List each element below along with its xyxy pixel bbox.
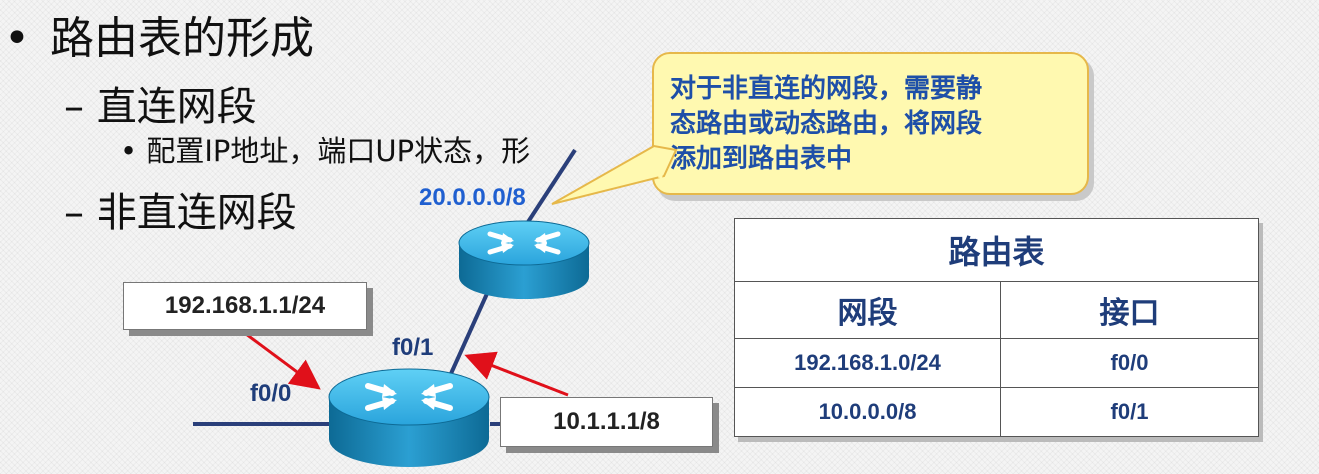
callout-tail-join — [658, 151, 668, 179]
table-cell: f0/1 — [1000, 387, 1259, 437]
routing-table-header-interface: 接口 — [1000, 281, 1259, 339]
routing-table-header-segment: 网段 — [734, 281, 1001, 339]
label-port-f01: f0/1 — [392, 334, 434, 361]
routing-table: 路由表 网段 接口 192.168.1.0/24 f0/0 10.0.0.0/8… — [734, 218, 1259, 437]
table-row: 10.0.0.0/8 f0/1 — [734, 387, 1259, 437]
arrow-to-f00 — [245, 332, 321, 390]
table-row: 192.168.1.0/24 f0/0 — [734, 338, 1259, 388]
title-bullet: • — [4, 13, 30, 64]
outline-subitem-config: • 配置IP地址，端口UP状态，形 — [120, 134, 531, 168]
link-upper — [526, 148, 577, 224]
router-upper-icon — [458, 220, 590, 299]
outline-item-direct: – 直连网段 — [64, 84, 257, 130]
ip-left-text: 192.168.1.1/24 — [164, 292, 326, 319]
callout-line-3: 添加到路由表中 — [670, 144, 853, 174]
table-cell: 10.0.0.0/8 — [734, 387, 1001, 437]
table-cell: f0/0 — [1000, 338, 1259, 388]
router-lower-icon — [328, 368, 490, 467]
slide-title: • 路由表的形成 — [4, 2, 314, 66]
table-cell: 192.168.1.0/24 — [734, 338, 1001, 388]
title-text: 路由表的形成 — [50, 13, 314, 64]
label-port-f00: f0/0 — [250, 380, 292, 407]
ip-box-right: 10.1.1.1/8 — [500, 397, 713, 447]
arrow-to-f01 — [464, 351, 569, 397]
ip-box-left: 192.168.1.1/24 — [123, 282, 367, 330]
callout-tail — [551, 144, 678, 205]
ip-right-text: 10.1.1.1/8 — [553, 408, 660, 435]
callout-bubble: 对于非直连的网段，需要静 态路由或动态路由，将网段 添加到路由表中 — [652, 52, 1089, 195]
callout-line-2: 态路由或动态路由，将网段 — [670, 109, 983, 139]
routing-table-title: 路由表 — [734, 218, 1259, 282]
label-top-network: 20.0.0.0/8 — [419, 184, 526, 211]
callout-line-1: 对于非直连的网段，需要静 — [670, 74, 983, 104]
outline-item-nondirect: – 非直连网段 — [64, 190, 297, 236]
